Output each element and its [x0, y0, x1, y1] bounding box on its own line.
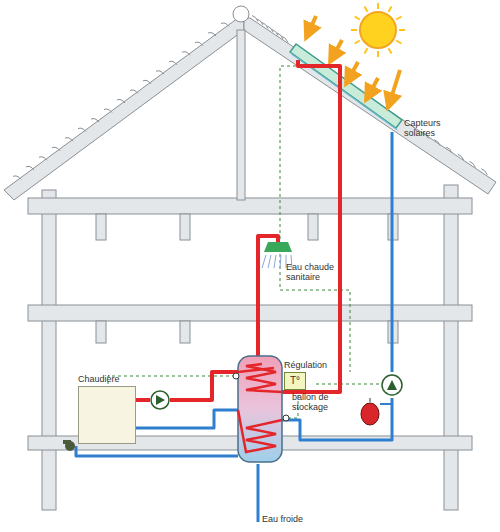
boiler-inlet — [238, 368, 274, 372]
roof-tile — [221, 23, 229, 27]
roof-tile — [91, 119, 99, 123]
tank-label: ballon de stockage — [292, 392, 347, 412]
sun-ray — [377, 3, 379, 9]
water-drop — [268, 255, 271, 268]
roof-tile — [446, 147, 452, 153]
roof-tile — [257, 19, 263, 25]
regulation-unit: RégulationT° — [284, 360, 327, 390]
sun-ray — [389, 7, 392, 12]
collector-label: Capteurs solaires — [404, 118, 464, 138]
roof-tile — [252, 16, 258, 22]
sun-ray — [365, 7, 368, 12]
sun-ray — [351, 29, 357, 31]
water-drop — [262, 255, 266, 268]
roof-tile — [182, 52, 190, 56]
roof-tile — [156, 71, 164, 75]
node-heading: Chaudière — [78, 374, 136, 384]
roof-tile — [272, 30, 278, 36]
roof-tile — [169, 61, 177, 65]
sun-ray — [377, 51, 379, 57]
roof-tile — [39, 157, 47, 161]
cold-water-label: Eau froide — [262, 514, 332, 524]
boiler-unit: Chaudière — [78, 374, 136, 444]
roof-tile — [65, 138, 73, 142]
roof-tile — [267, 26, 273, 32]
solar-coil-lower — [238, 410, 282, 452]
water-drop — [274, 255, 276, 268]
roof-tile — [282, 37, 288, 43]
sun-ray — [399, 29, 405, 31]
roof-tile — [434, 140, 440, 146]
roof-tile — [470, 162, 476, 168]
roof-tile — [52, 147, 60, 151]
roof-tile — [13, 176, 21, 180]
roof-tile — [208, 33, 216, 37]
sun-ray — [355, 17, 360, 20]
water-drop — [280, 255, 281, 268]
hot-water-label: Eau chaude sanitaire — [286, 262, 346, 282]
sun-ray — [396, 17, 401, 20]
roof-tile — [104, 109, 112, 113]
roof-tile — [195, 42, 203, 46]
roof-tile — [481, 169, 487, 175]
roof-tile — [78, 128, 86, 132]
roof-tile — [458, 154, 464, 160]
sun-ray — [396, 41, 401, 44]
roof-tile — [143, 80, 151, 84]
roof-tile — [262, 23, 268, 29]
roof-tile — [117, 99, 125, 103]
sun-ray — [389, 48, 392, 53]
roof-tile — [26, 166, 34, 170]
roof-tile — [277, 33, 283, 39]
boiler-box — [78, 386, 136, 444]
roof-tile — [130, 90, 138, 94]
node-heading: Régulation — [284, 360, 327, 370]
node-body: T° — [284, 372, 306, 390]
sun-ray — [355, 41, 360, 44]
sun-ray — [365, 48, 368, 53]
